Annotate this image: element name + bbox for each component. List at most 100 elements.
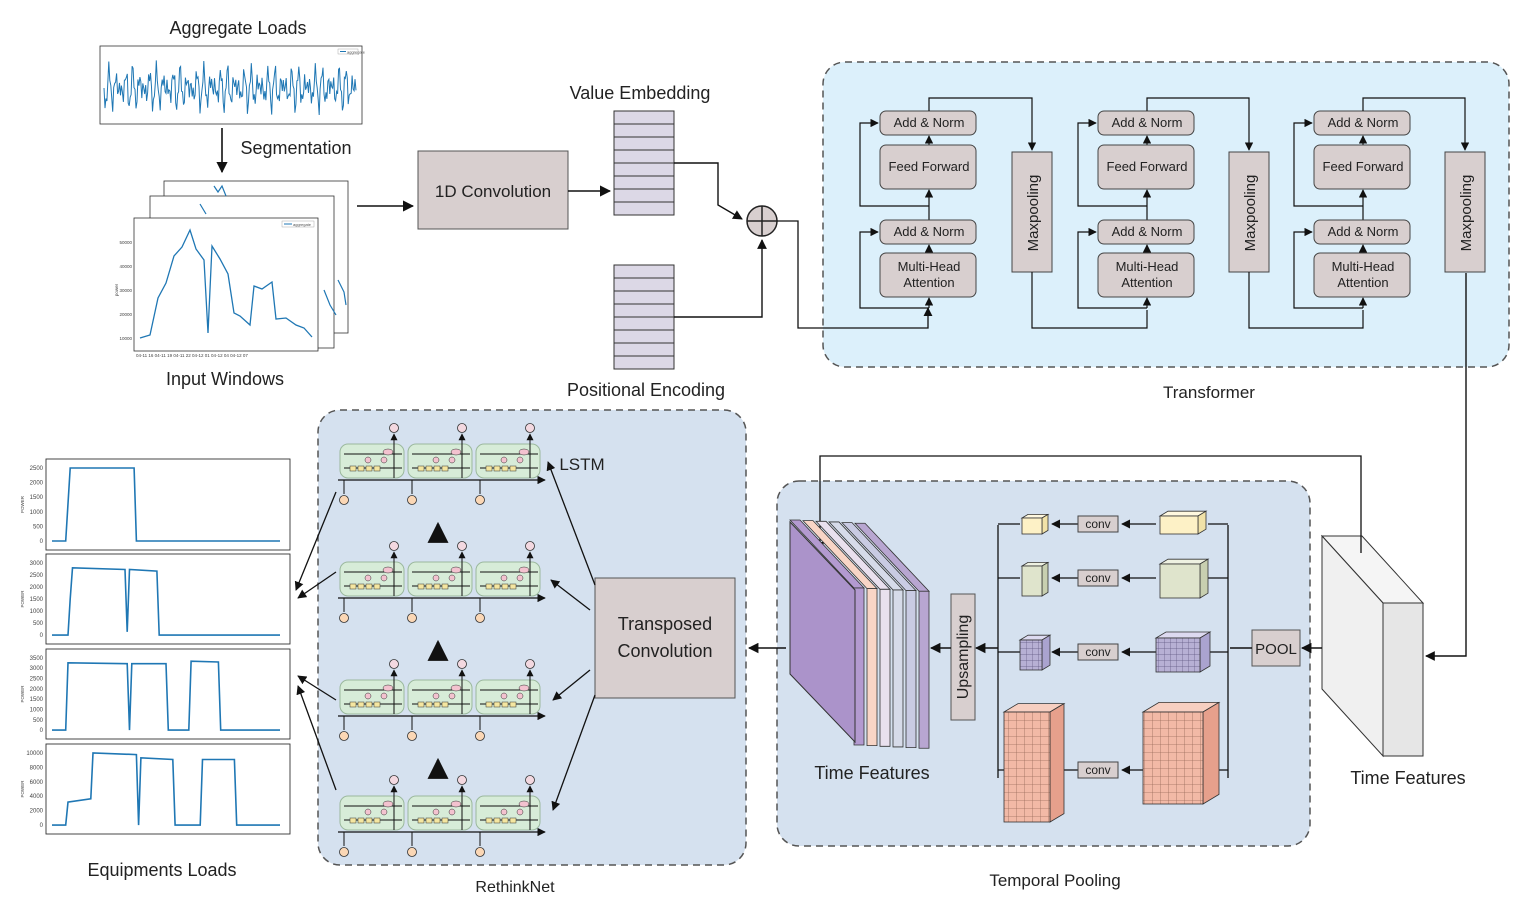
add-norm-bottom-box xyxy=(879,219,977,245)
lstm-output-icon xyxy=(525,423,535,433)
equipment-ytick: 3000 xyxy=(30,666,44,672)
feed-forward-label: Feed Forward xyxy=(1323,159,1404,174)
lstm-cell xyxy=(407,423,473,505)
add-norm-bottom-label: Add & Norm xyxy=(894,224,965,239)
feed-forward-box xyxy=(879,144,977,190)
svg-text:conv: conv xyxy=(1085,571,1110,585)
equipment-ytick: 500 xyxy=(33,718,44,724)
feed-forward-box xyxy=(1313,144,1411,190)
time-features-left-label: Time Features xyxy=(814,763,929,783)
multi-head-attention-box xyxy=(879,252,977,298)
feature-cube xyxy=(1020,513,1050,535)
upsampling-block xyxy=(950,593,976,721)
embedding-cell xyxy=(613,123,675,138)
embedding-cell xyxy=(613,162,675,177)
lstm-cell xyxy=(407,775,473,857)
add-norm-top-label: Add & Norm xyxy=(1112,115,1183,130)
lstm-cell xyxy=(475,423,541,505)
lstm-row xyxy=(338,775,546,857)
time-features-left-block xyxy=(789,519,930,749)
transposed-to-lstm-arrows xyxy=(546,461,596,811)
equipment-ylabel: POWER xyxy=(20,590,25,608)
svg-text:conv: conv xyxy=(1085,645,1110,659)
equipment-ytick: 2000 xyxy=(30,687,44,693)
lstm-cell xyxy=(475,775,541,857)
add-norm-bottom-box xyxy=(1313,219,1411,245)
embedding-cell xyxy=(613,290,675,305)
equipment-ytick: 2500 xyxy=(30,573,44,579)
conv-block: conv xyxy=(1077,643,1119,661)
lstm-row xyxy=(338,541,546,623)
positional-encoding-label: Positional Encoding xyxy=(567,380,725,400)
multi-head-attention-label: Attention xyxy=(903,275,954,290)
maxpooling-label: Maxpooling xyxy=(1242,175,1259,252)
add-norm-bottom-label: Add & Norm xyxy=(1328,224,1399,239)
transposed-label-1: Transposed xyxy=(618,614,712,634)
equipment-ytick: 4000 xyxy=(30,794,44,800)
embedding-cell xyxy=(613,303,675,318)
feed-forward-label: Feed Forward xyxy=(889,159,970,174)
maxpooling-box xyxy=(1444,151,1486,273)
feature-cube xyxy=(1158,558,1210,599)
lstm-output-icon xyxy=(457,541,467,551)
window-ytick: 10000 xyxy=(119,336,132,341)
embedding-cell xyxy=(613,188,675,203)
feature-cube xyxy=(1158,510,1208,535)
sum-to-transformer-line xyxy=(777,220,933,329)
lstm-input-icon xyxy=(339,847,349,857)
lstm-cell xyxy=(475,541,541,623)
equipment-ytick: 1500 xyxy=(30,495,44,501)
window-legend: aggregate xyxy=(293,222,312,227)
equipment-ytick: 0 xyxy=(40,823,44,829)
lstm-output-icon xyxy=(457,775,467,785)
lstm-label: LSTM xyxy=(559,455,604,474)
transposed-conv-block xyxy=(594,577,736,699)
transposed-label-2: Convolution xyxy=(617,641,712,661)
multi-head-attention-label: Multi-Head xyxy=(1332,259,1395,274)
add-norm-top-box xyxy=(879,110,977,136)
feed-forward-label: Feed Forward xyxy=(1107,159,1188,174)
lstm-stack xyxy=(338,423,546,857)
lstm-output-icon xyxy=(525,541,535,551)
equipment-ytick: 500 xyxy=(33,621,44,627)
equipment-ytick: 500 xyxy=(33,524,44,530)
window-ytick: 20000 xyxy=(119,312,132,317)
add-norm-bottom-label: Add & Norm xyxy=(1112,224,1183,239)
lstm-output-icon xyxy=(389,659,399,669)
lstm-output-icon xyxy=(457,423,467,433)
add-norm-top-box xyxy=(1313,110,1411,136)
lstm-output-icon xyxy=(457,659,467,669)
equipment-ylabel: POWER xyxy=(20,685,25,703)
lstm-cell xyxy=(339,541,405,623)
equipment-ytick: 8000 xyxy=(30,765,44,771)
embedding-cell xyxy=(613,329,675,344)
rethinknet-panel xyxy=(317,409,747,866)
equipment-ytick: 2000 xyxy=(30,481,44,487)
conv1d-label: 1D Convolution xyxy=(435,182,551,201)
window-ytick: 40000 xyxy=(119,264,132,269)
equipment-ytick: 6000 xyxy=(30,780,44,786)
value-embedding-label: Value Embedding xyxy=(570,83,711,103)
embedding-cell xyxy=(613,316,675,331)
add-norm-top-label: Add & Norm xyxy=(1328,115,1399,130)
sum-operator-icon xyxy=(746,205,778,237)
equipment-ytick: 2000 xyxy=(30,585,44,591)
svg-text:conv: conv xyxy=(1085,517,1110,531)
window-ylabel: power xyxy=(114,283,119,296)
embedding-cell xyxy=(613,277,675,292)
features-feedback-line xyxy=(815,455,1362,553)
equipment-ytick: 1000 xyxy=(30,707,44,713)
equipment-ylabel: POWER xyxy=(20,780,25,798)
conv-block: conv xyxy=(1077,569,1119,587)
embedding-cell xyxy=(613,264,675,279)
equipment-ytick: 1500 xyxy=(30,597,44,603)
transformer-label: Transformer xyxy=(1163,383,1255,402)
lstm-input-icon xyxy=(407,495,417,505)
aggregate-legend: aggregate xyxy=(347,50,366,55)
window-ytick: 30000 xyxy=(119,288,132,293)
